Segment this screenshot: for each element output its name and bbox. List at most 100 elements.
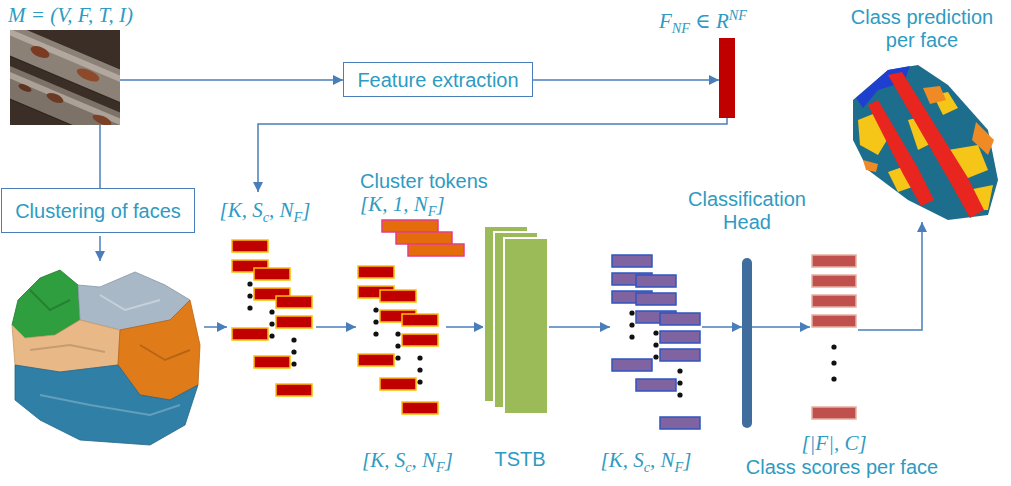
ellipsis-dot xyxy=(291,349,296,354)
text-part: F xyxy=(659,9,672,33)
text-part: Classification Head xyxy=(688,188,806,233)
ellipsis-dot xyxy=(417,367,422,372)
score-label: Class scores per face xyxy=(746,456,938,479)
score-stack-graphic xyxy=(810,253,858,425)
process-box: Feature extraction xyxy=(343,62,533,97)
mesh-cluster xyxy=(12,320,120,372)
token-title: Cluster tokens xyxy=(360,170,488,193)
connector xyxy=(752,326,810,328)
feature-token xyxy=(402,314,438,326)
head-bar xyxy=(742,258,752,428)
process-box: Clustering of faces xyxy=(1,188,195,233)
rust-spot xyxy=(17,83,32,94)
text-part: NF xyxy=(729,7,747,23)
connector xyxy=(316,326,356,328)
connector xyxy=(120,79,343,81)
mesh-ridge xyxy=(100,295,160,310)
ellipsis-dot xyxy=(395,355,400,360)
text-part: [|F|, C] xyxy=(801,431,866,455)
rust-spot xyxy=(29,43,51,60)
rust-spot xyxy=(91,112,113,125)
feature-token xyxy=(812,255,856,267)
connector xyxy=(99,125,101,188)
rust-spot xyxy=(45,91,65,105)
ellipsis-dot xyxy=(373,331,378,336)
vector-bar xyxy=(719,38,735,118)
mesh-ridge xyxy=(140,345,190,360)
ellipsis-dot xyxy=(677,392,682,397)
text-part: F xyxy=(675,459,684,475)
text-part: , N xyxy=(269,198,294,222)
process-label: Feature extraction xyxy=(357,68,518,91)
tensor-shape: [K, Sc, NF] xyxy=(220,198,311,226)
feature-vector: FNF ∈ RNF xyxy=(719,38,735,118)
ellipsis-dot xyxy=(653,354,658,359)
feature-token xyxy=(812,315,856,327)
transformer-layer xyxy=(504,238,548,414)
classification-head-graphic xyxy=(742,258,752,428)
ellipsis-dot xyxy=(831,360,836,365)
text-part: c xyxy=(263,209,269,225)
prediction-image: Class prediction per face xyxy=(848,60,1000,222)
feature-token xyxy=(276,296,312,308)
ellipsis-dot xyxy=(629,310,634,315)
text-part: , N xyxy=(412,448,437,472)
classification-head: Classification Head xyxy=(742,258,752,428)
ellipsis-dot xyxy=(653,342,658,347)
text-part: Feature extraction xyxy=(357,68,518,90)
text-part: F xyxy=(436,459,445,475)
cluster-token xyxy=(408,244,464,256)
feature-token xyxy=(612,255,652,267)
output-stack-graphic xyxy=(610,253,702,434)
text-part: F xyxy=(294,209,303,225)
feature-token xyxy=(254,356,290,368)
feature-token xyxy=(380,290,416,302)
feature-token xyxy=(232,328,268,340)
text-part: [K, S xyxy=(601,448,644,472)
mesh-formula: M = (V, F, T, I) xyxy=(8,3,133,27)
feature-token xyxy=(380,378,416,390)
segment-patch xyxy=(972,122,994,155)
block-label: TSTB xyxy=(494,448,545,471)
token-stack: Cluster tokens[K, 1, NF][K, Sc, NF] xyxy=(356,170,446,432)
mesh-ridge xyxy=(40,395,180,415)
mesh-ridge xyxy=(30,345,105,352)
cluster-token xyxy=(382,220,438,232)
text-part: ] xyxy=(683,448,691,472)
text-part: Class prediction per face xyxy=(851,6,993,51)
output-stack: [K, Sc, NF] xyxy=(610,253,702,434)
text-part: ∈ R xyxy=(690,9,729,33)
connector xyxy=(258,118,727,192)
image-title: Class prediction per face xyxy=(844,6,1000,52)
text-part: [K, S xyxy=(220,198,263,222)
ellipsis-dot xyxy=(247,293,252,298)
text-part: ] xyxy=(436,192,444,216)
feature-token xyxy=(636,275,676,287)
ellipsis-dot xyxy=(831,376,836,381)
transformer-block-graphic xyxy=(484,226,548,414)
tensor-shape: [K, 1, NF] xyxy=(360,192,445,220)
connector xyxy=(533,79,719,81)
score-stack: [|F|, C]Class scores per face xyxy=(810,253,858,425)
ellipsis-dot xyxy=(629,322,634,327)
feature-token xyxy=(232,240,268,252)
ellipsis-dot xyxy=(247,281,252,286)
mesh-cluster xyxy=(15,365,198,445)
feature-token xyxy=(402,402,438,414)
text-part: M = (V, F, T, I) xyxy=(8,3,133,27)
pipe-highlight xyxy=(10,71,120,125)
segment-patch xyxy=(923,86,946,104)
segmentation-image xyxy=(853,65,998,220)
feature-token xyxy=(660,331,700,343)
cluster-token xyxy=(396,232,452,244)
text-part: TSTB xyxy=(494,448,545,470)
feature-token xyxy=(660,313,700,325)
head-label: Classification Head xyxy=(672,188,822,234)
feature-token xyxy=(660,417,700,429)
feature-token xyxy=(276,316,312,328)
ellipsis-dot xyxy=(417,355,422,360)
ellipsis-dot xyxy=(677,380,682,385)
connector xyxy=(858,222,922,330)
ellipsis-dot xyxy=(269,309,274,314)
